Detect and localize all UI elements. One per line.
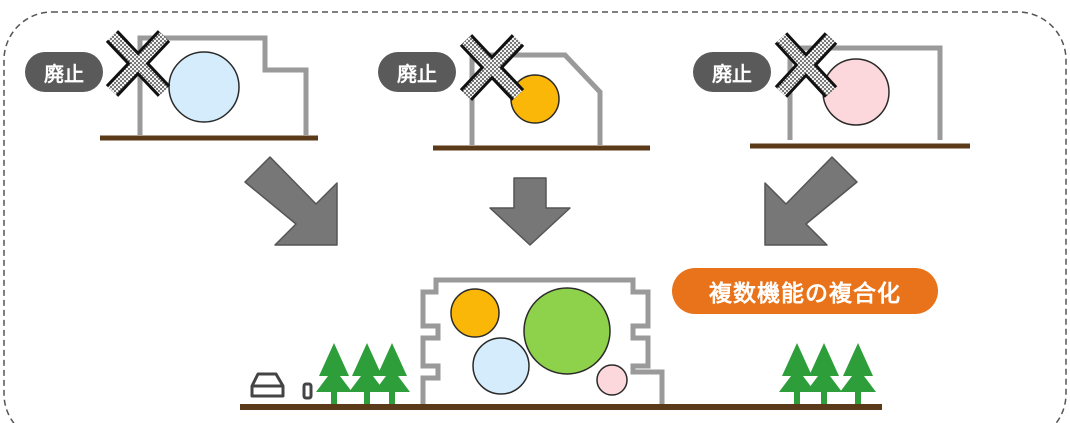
abolish-label-right: 廃止 — [693, 52, 771, 92]
x-mark-icon — [105, 30, 171, 97]
tree-icon — [806, 343, 842, 392]
dashed-frame — [3, 11, 1067, 423]
abolish-label-left: 廃止 — [25, 52, 103, 92]
building-middle-abolished — [433, 52, 650, 151]
circle-orange-combined — [450, 288, 500, 338]
car-icon — [250, 372, 313, 400]
circle-green-combined — [523, 287, 611, 375]
tree-icon — [316, 343, 352, 392]
circle-pink-right — [822, 58, 890, 126]
trees-left — [316, 343, 410, 406]
circle-blue-left — [168, 51, 240, 123]
abolish-label-middle: 廃止 — [378, 52, 456, 92]
circle-orange-middle — [510, 74, 560, 124]
arrow-down-icon — [489, 177, 571, 246]
arrow-down-right-icon — [244, 156, 338, 246]
x-mark-icon — [774, 32, 838, 98]
tree-icon — [349, 343, 385, 392]
tree-icon — [840, 343, 876, 392]
tree-icon — [374, 343, 410, 392]
x-mark-icon — [459, 34, 525, 101]
building-combined — [420, 277, 665, 405]
circle-pink-combined — [596, 364, 628, 396]
combine-functions-label: 複数機能の複合化 — [672, 268, 938, 314]
circle-blue-combined — [472, 337, 530, 395]
tree-icon — [779, 343, 815, 392]
building-right-abolished — [750, 45, 970, 149]
arrow-down-left-icon — [764, 156, 858, 246]
trees-right — [779, 343, 876, 406]
